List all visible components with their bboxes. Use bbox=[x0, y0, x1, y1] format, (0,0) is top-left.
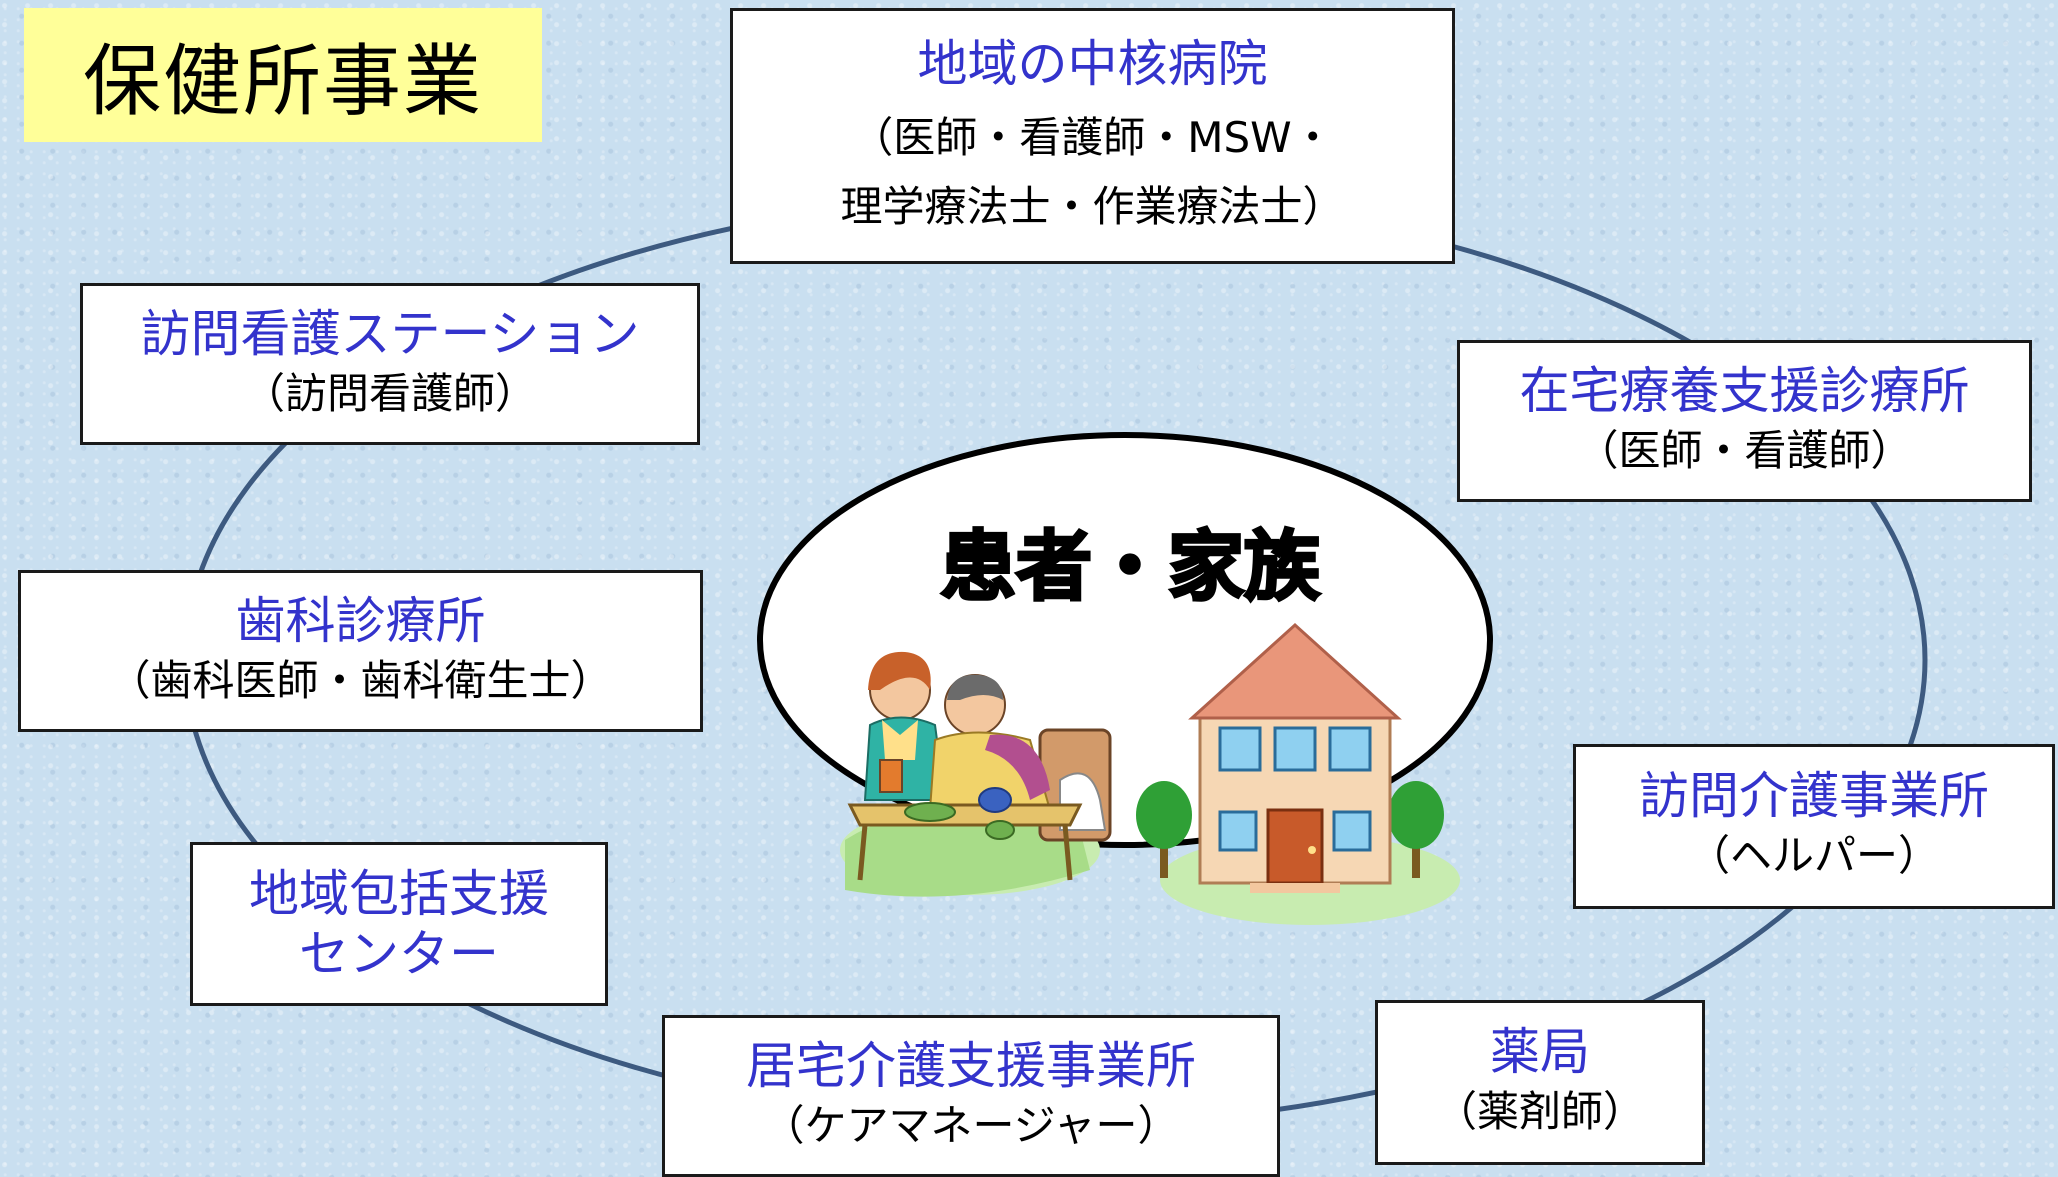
node-community-center: 地域包括支援 センター bbox=[190, 842, 608, 1006]
node-home-care-office-name: 訪問介護事業所 bbox=[1639, 767, 1989, 826]
node-hospital: 地域の中核病院 （医師・看護師・MSW・ 理学療法士・作業療法士） bbox=[730, 8, 1455, 264]
page-title: 保健所事業 bbox=[24, 8, 542, 142]
node-hospital-sub1: （医師・看護師・MSW・ bbox=[851, 113, 1334, 163]
node-community-center-name1: 地域包括支援 bbox=[249, 865, 549, 923]
node-dental-sub: （歯科医師・歯科衛生士） bbox=[108, 655, 613, 705]
node-dental-name: 歯科診療所 bbox=[235, 591, 486, 650]
node-hospital-name: 地域の中核病院 bbox=[917, 35, 1268, 94]
center-label: 患者・家族 bbox=[939, 521, 1322, 613]
node-home-care-office-sub: （ヘルパー） bbox=[1687, 831, 1940, 881]
node-care-support-name: 居宅介護支援事業所 bbox=[746, 1036, 1196, 1095]
caregiver-scene-illustration bbox=[840, 651, 1112, 897]
node-pharmacy: 薬局 （薬剤師） bbox=[1375, 1000, 1705, 1165]
node-home-clinic-sub: （医師・看護師） bbox=[1576, 425, 1913, 475]
node-community-center-name2: センター bbox=[299, 925, 499, 983]
node-visiting-nursing-sub: （訪問看護師） bbox=[242, 368, 537, 418]
house-illustration bbox=[1136, 622, 1460, 925]
node-care-support-sub: （ケアマネージャー） bbox=[762, 1100, 1180, 1150]
node-care-support: 居宅介護支援事業所 （ケアマネージャー） bbox=[662, 1015, 1280, 1177]
node-dental: 歯科診療所 （歯科医師・歯科衛生士） bbox=[18, 570, 703, 732]
node-home-care-office: 訪問介護事業所 （ヘルパー） bbox=[1573, 744, 2055, 909]
node-home-clinic: 在宅療養支援診療所 （医師・看護師） bbox=[1457, 340, 2032, 502]
node-pharmacy-sub: （薬剤師） bbox=[1434, 1087, 1645, 1137]
node-visiting-nursing: 訪問看護ステーション （訪問看護師） bbox=[80, 283, 700, 445]
node-home-clinic-name: 在宅療養支援診療所 bbox=[1519, 361, 1970, 420]
node-hospital-sub2: 理学療法士・作業療法士） bbox=[840, 182, 1345, 231]
node-visiting-nursing-name: 訪問看護ステーション bbox=[140, 304, 640, 363]
node-pharmacy-name: 薬局 bbox=[1490, 1023, 1590, 1082]
